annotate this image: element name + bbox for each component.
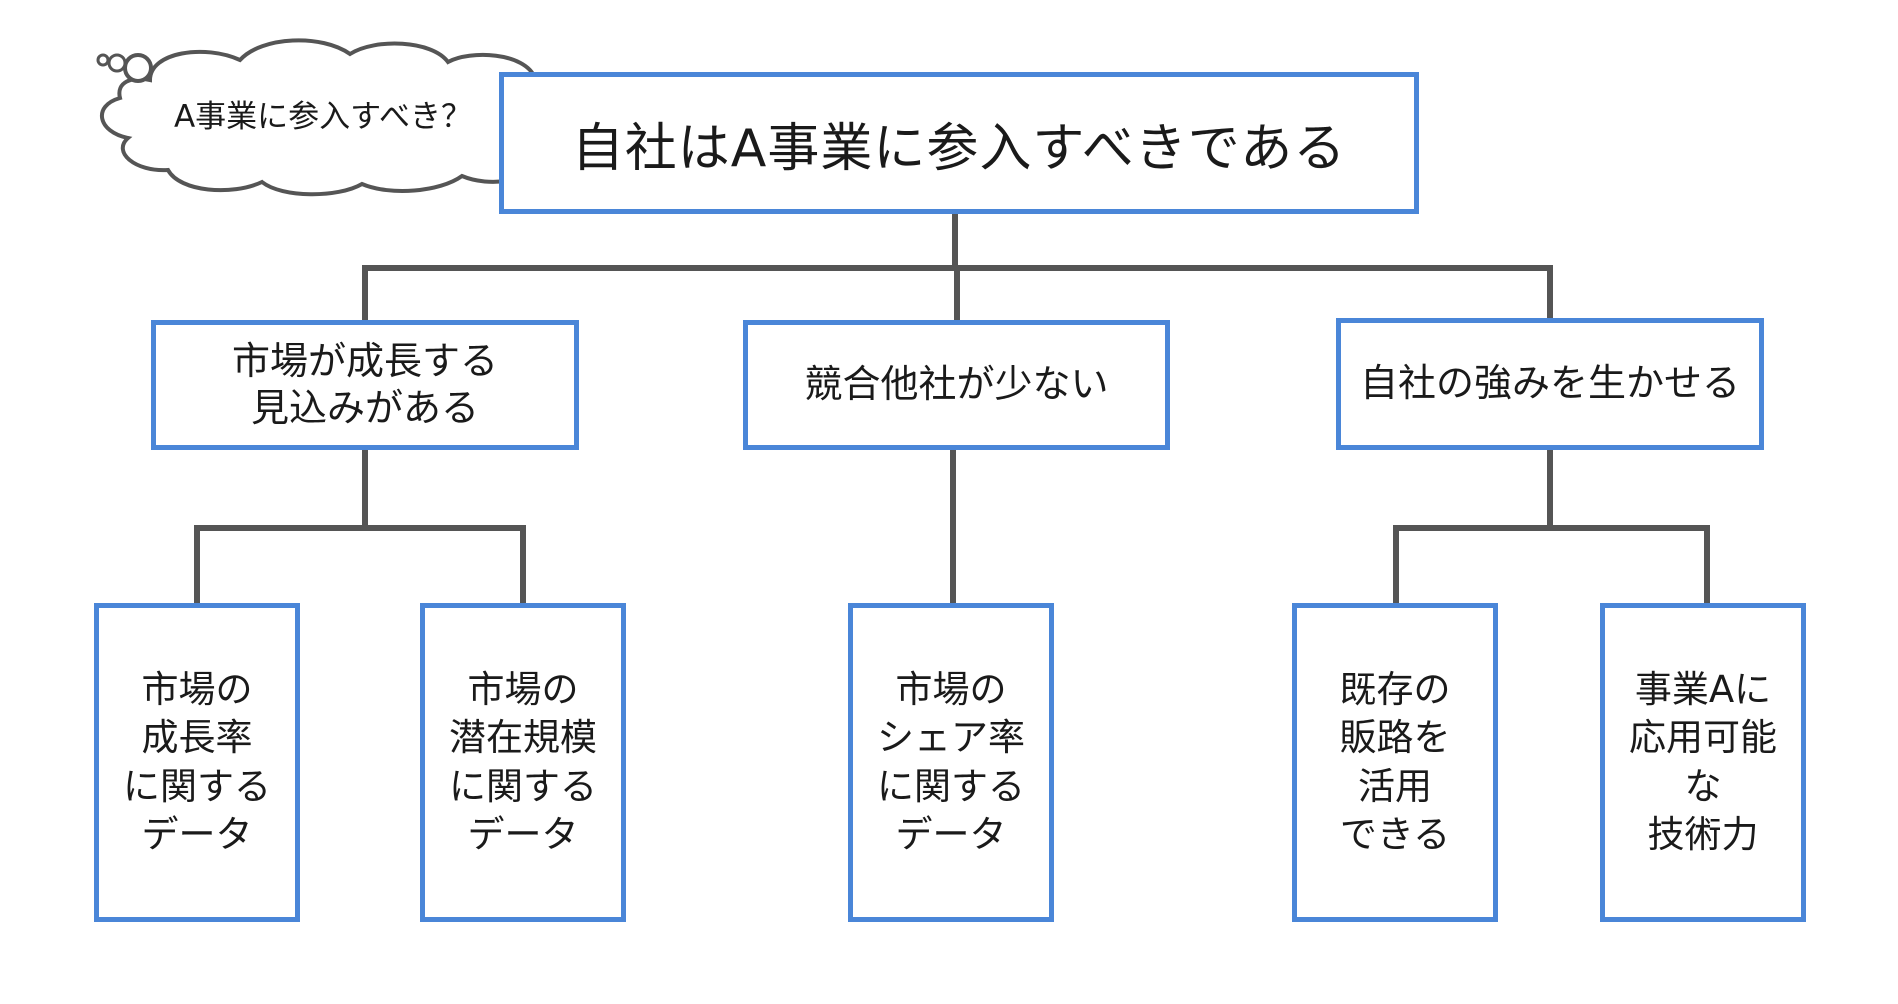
connector-root-to-level2 (362, 212, 1553, 322)
leaf-box-market-growth-rate-data: 市場の 成長率 に関する データ (94, 603, 300, 922)
connector-strengths-to-leaves (1393, 450, 1710, 608)
thought-bubble-text: A事業に参入すべき？ (173, 98, 473, 135)
cloud-bubble-medium (107, 53, 127, 73)
leaf-box-existing-sales-channels: 既存の 販路を 活用 できる (1292, 603, 1498, 922)
root-box: 自社はA事業に参入すべきである (499, 72, 1419, 214)
cloud-bubble-small (96, 53, 110, 67)
leaf-box-market-share-data: 市場の シェア率 に関する データ (848, 603, 1054, 922)
leaf-box-applicable-technology: 事業Aに 応用可能 な 技術力 (1600, 603, 1806, 922)
connector-market-growth-to-leaves (194, 450, 526, 608)
level2-box-leverage-strengths: 自社の強みを生かせる (1336, 318, 1764, 450)
level2-box-few-competitors: 競合他社が少ない (743, 320, 1170, 450)
cloud-bubble-large (123, 53, 153, 83)
leaf-box-market-potential-size-data: 市場の 潜在規模 に関する データ (420, 603, 626, 922)
level2-box-market-growth: 市場が成長する 見込みがある (151, 320, 579, 450)
